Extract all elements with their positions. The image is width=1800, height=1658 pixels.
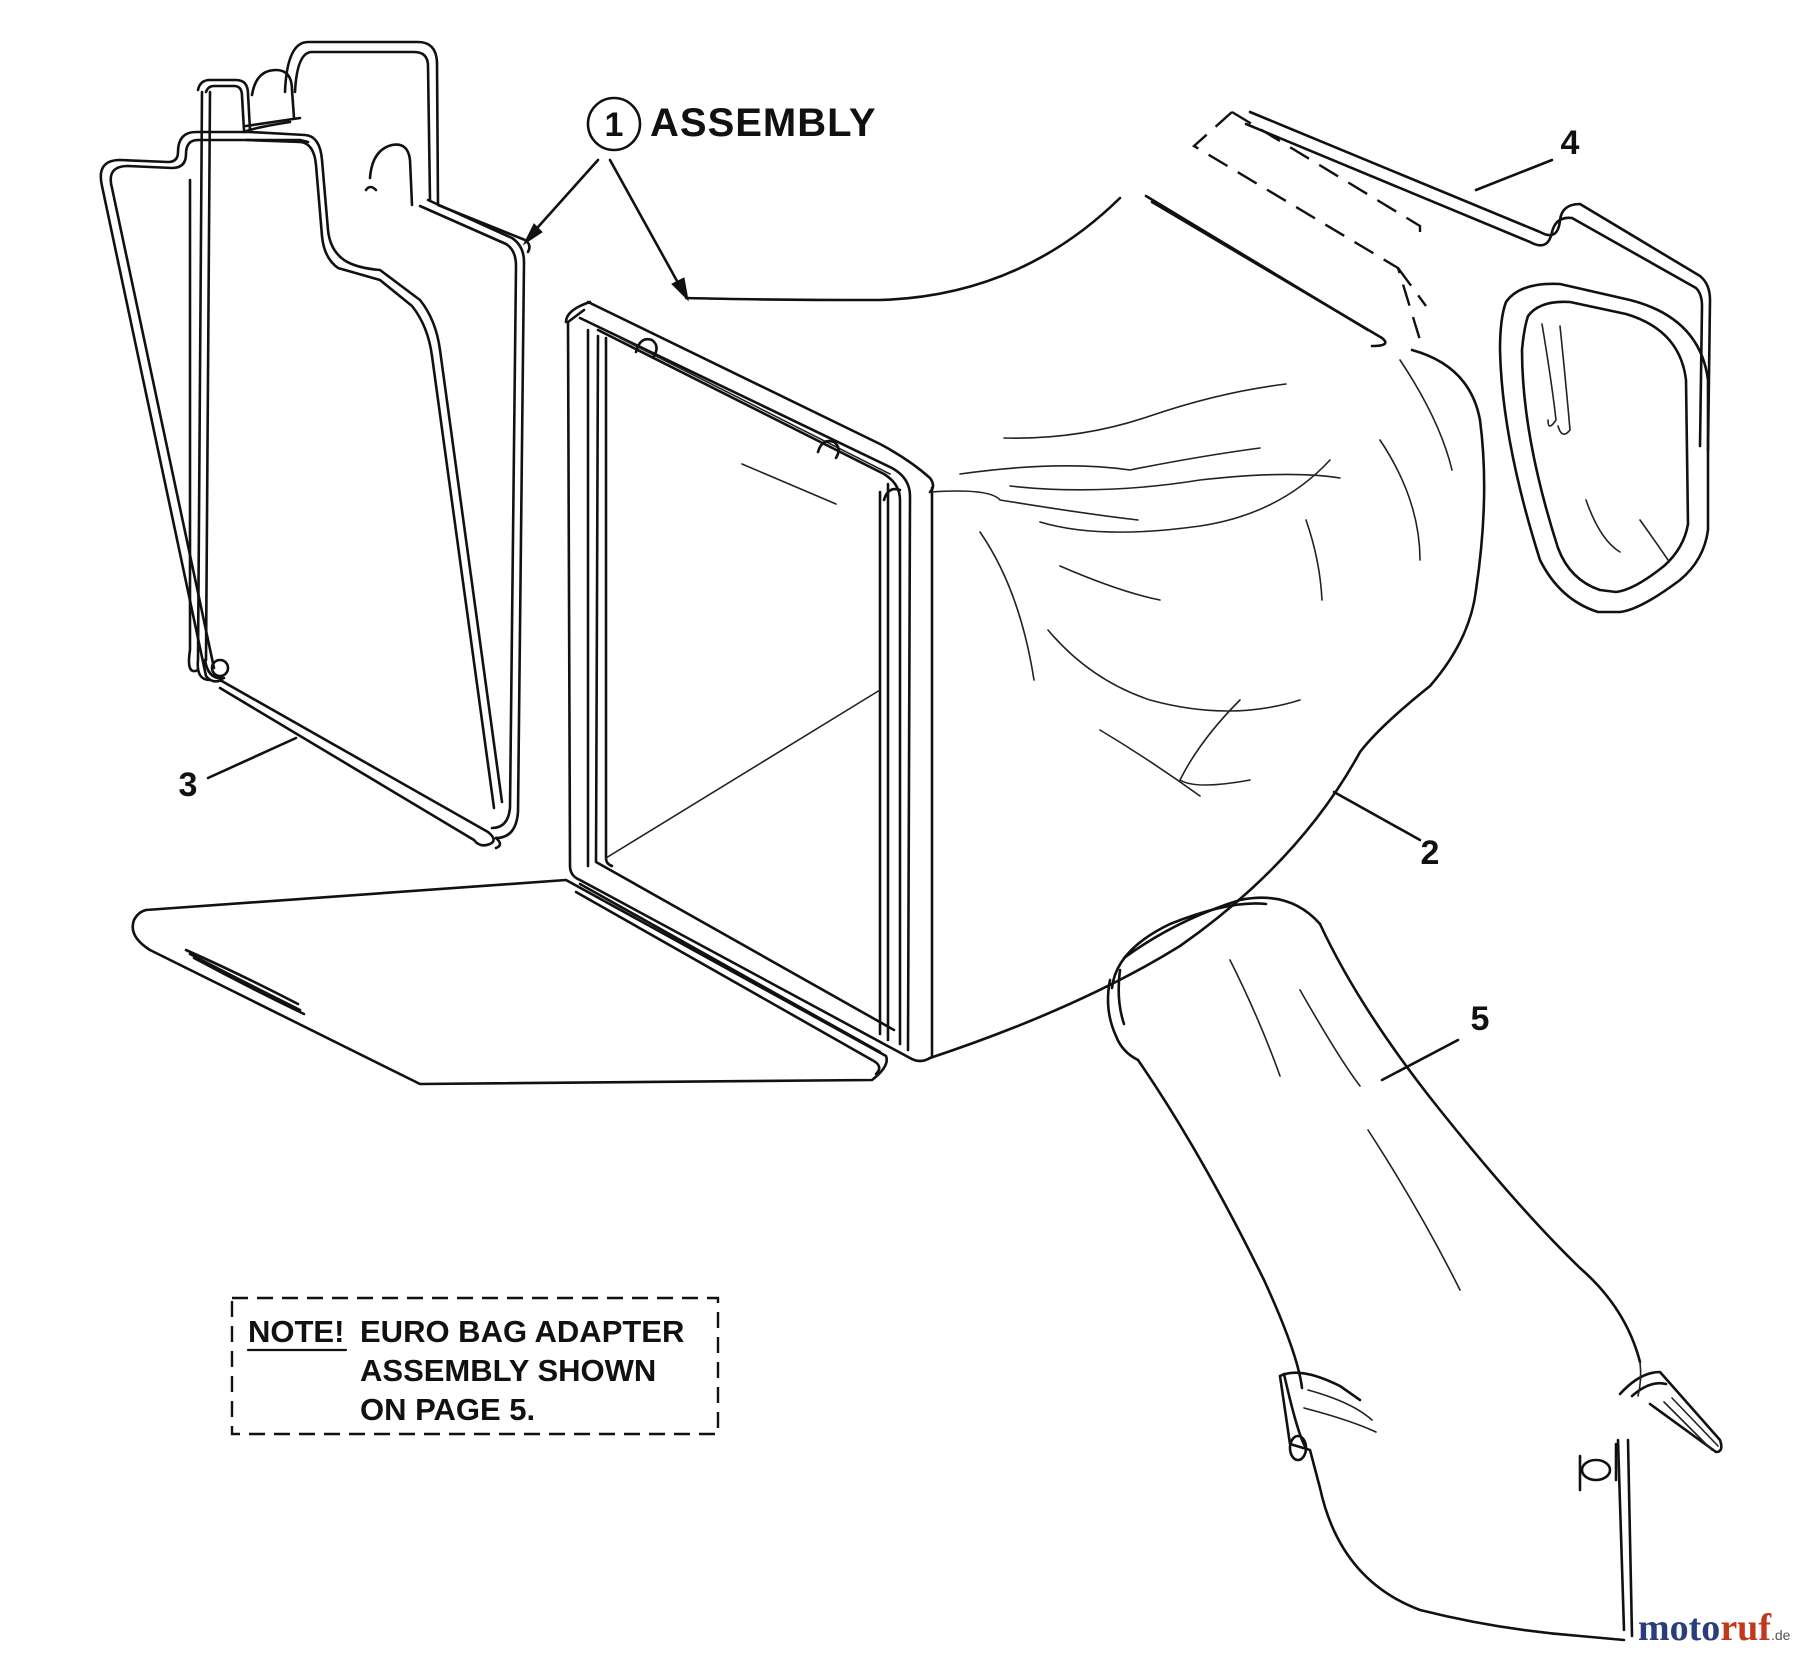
note-line-2: ASSEMBLY SHOWN <box>360 1353 656 1388</box>
wire-frame-part-3 <box>99 40 531 850</box>
watermark-part1: moto <box>1638 1607 1720 1649</box>
grass-bag-part-2 <box>564 194 1486 1063</box>
watermark-suffix: .de <box>1771 1627 1791 1643</box>
note-line-1: EURO BAG ADAPTER <box>360 1314 684 1349</box>
watermark-logo: motoruf.de <box>1638 1607 1791 1649</box>
part-number-4: 4 <box>1561 124 1580 162</box>
bag-floor-flap <box>131 878 888 1086</box>
part-number-5: 5 <box>1471 1000 1490 1038</box>
leader-lines <box>206 158 1554 1082</box>
assembly-number-circle <box>586 96 642 152</box>
note-prefix: NOTE! <box>248 1314 344 1349</box>
handle-part-4 <box>1191 110 1712 614</box>
svg-text:motoruf.de: motoruf.de <box>1638 1607 1791 1649</box>
assembly-label: ASSEMBLY <box>650 101 877 145</box>
part-number-3: 3 <box>179 766 198 804</box>
note-line-3: ON PAGE 5. <box>360 1392 535 1427</box>
part-number-2: 2 <box>1421 834 1440 872</box>
watermark-part2: ruf <box>1720 1607 1772 1649</box>
assembly-number: 1 <box>605 106 624 144</box>
chute-part-5 <box>1106 896 1723 1642</box>
assembly-callout: 1 ASSEMBLY <box>586 96 877 152</box>
note-box: NOTE! EURO BAG ADAPTER ASSEMBLY SHOWN ON… <box>230 1296 720 1436</box>
